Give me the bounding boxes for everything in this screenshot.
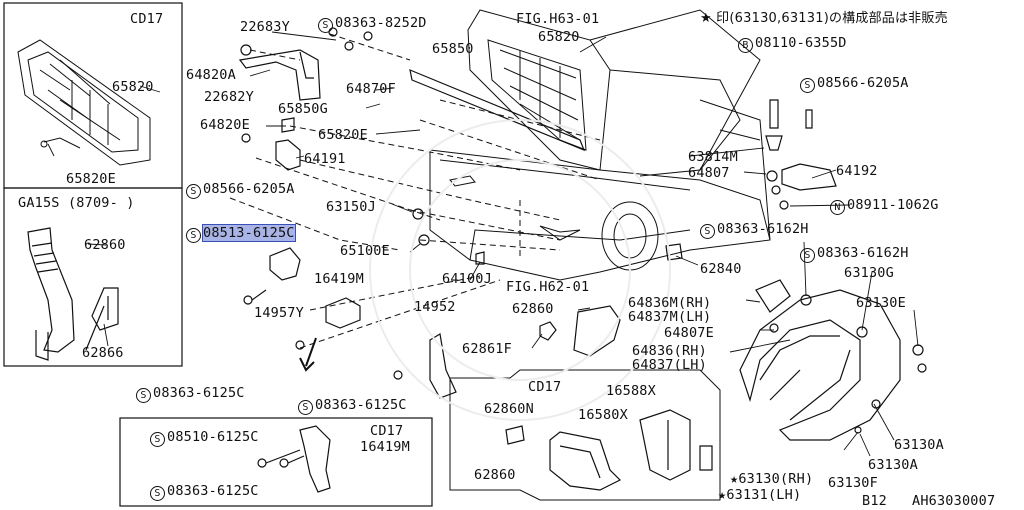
s-symbol-icon: S [186,184,201,199]
s-symbol-icon: S [700,224,715,239]
s-symbol-icon: S [150,432,165,447]
part-label-65820e-inset[interactable]: 65820E [66,171,116,187]
b-symbol-icon: B [738,38,753,53]
part-label-63130e[interactable]: 63130E [856,295,906,311]
part-label-64836m[interactable]: 64836M(RH) [628,295,712,311]
part-label-63130a-1[interactable]: 63130A [894,437,944,453]
fig-ref-h63[interactable]: FIG.H63-01 [516,11,600,27]
part-label-16580x[interactable]: 16580X [578,407,628,423]
part-label-14952[interactable]: 14952 [414,299,456,315]
part-label-14957y[interactable]: 14957Y [254,305,304,321]
s-symbol-icon: S [318,18,333,33]
part-label-63130g[interactable]: 63130G [844,265,894,281]
s-symbol-icon: S [136,388,151,403]
hood-lock-drawing [243,208,485,399]
part-label-64820e[interactable]: 64820E [200,117,250,133]
part-label-65850[interactable]: 65850 [432,41,474,57]
part-label-62866[interactable]: 62866 [82,345,124,361]
hood-inset-drawing [17,39,151,166]
part-label-63130-rh[interactable]: ★63130(RH) [730,471,814,487]
s-symbol-icon: S [800,248,815,263]
part-label-22683y[interactable]: 22683Y [240,19,290,35]
footer-drawing-code: AH63030007 [912,493,996,509]
non-sale-note: ★ 印(63130,63131)の構成部品は非販売 [700,11,948,26]
s-symbol-icon: S [800,78,815,93]
part-label-64836[interactable]: 64836(RH) [632,343,707,359]
inset-frame-cd17-bottom [119,417,433,507]
part-label-65100e[interactable]: 65100E [340,243,390,259]
part-label-64807e[interactable]: 64807E [664,325,714,341]
footer-model: B12 [862,493,887,509]
part-label-64837[interactable]: 64837(LH) [632,357,707,373]
inset-tag-cd17-bottom: CD17 [370,423,404,439]
part-label-22682y[interactable]: 22682Y [204,89,254,105]
fender-liner-drawing [739,279,927,441]
hood-hinge-bar-drawing [238,27,586,171]
small-parts-drawing [539,99,837,357]
watermark-emblem [369,119,671,421]
part-label-64807[interactable]: 64807 [688,165,730,181]
selected-part-highlight: 08513-6125C [202,224,296,242]
part-label-62860n[interactable]: 62860N [484,401,534,417]
part-label-62860-inset[interactable]: 62860 [84,237,126,253]
part-label-64870f[interactable]: 64870F [346,81,396,97]
inset-frame-ga15s [3,187,183,367]
inset-cd17-middle [449,369,721,501]
inset-tag-cd17: CD17 [130,11,164,27]
inset-frame-cd17-top [3,2,183,189]
inset-title-ga15s: GA15S (8709- ) [18,195,135,211]
part-label-63814m[interactable]: 63814M [688,149,738,165]
fig-ref-h62[interactable]: FIG.H62-01 [506,279,590,295]
part-label-64191[interactable]: 64191 [304,151,346,167]
part-label-63130a-2[interactable]: 63130A [868,457,918,473]
part-label-64100j[interactable]: 64100J [442,271,492,287]
part-label-62860-cd17[interactable]: 62860 [474,467,516,483]
direction-arrow [299,337,317,372]
part-label-16419m[interactable]: 16419M [314,271,364,287]
part-label-62861f[interactable]: 62861F [462,341,512,357]
part-label-63130f[interactable]: 63130F [828,475,878,491]
vehicle-body-drawing [429,9,771,281]
part-label-64837m[interactable]: 64837M(LH) [628,309,712,325]
part-label-65820[interactable]: 65820 [538,29,580,45]
part-label-64820a[interactable]: 64820A [186,67,236,83]
s-symbol-icon: S [186,228,201,243]
part-label-65820e[interactable]: 65820E [318,127,368,143]
part-label-16588x[interactable]: 16588X [606,383,656,399]
part-label-62860-main[interactable]: 62860 [512,301,554,317]
part-label-63150j[interactable]: 63150J [326,199,376,215]
leader-dashes [229,33,601,349]
n-symbol-icon: N [830,200,845,215]
leader-lines [47,31,919,457]
part-label-65850g[interactable]: 65850G [278,101,328,117]
air-duct-inset-drawing [27,227,119,361]
part-label-65820-inset[interactable]: 65820 [112,79,154,95]
part-label-63131-lh[interactable]: ★63131(LH) [718,487,802,503]
s-symbol-icon: S [150,486,165,501]
inset-tag-cd17-middle: CD17 [528,379,562,395]
s-symbol-icon: S [298,400,313,415]
part-label-62840[interactable]: 62840 [700,261,742,277]
part-label-16419m-inset[interactable]: 16419M [360,439,410,455]
inset-bottom-left-drawing [257,425,331,493]
part-label-64192[interactable]: 64192 [836,163,878,179]
